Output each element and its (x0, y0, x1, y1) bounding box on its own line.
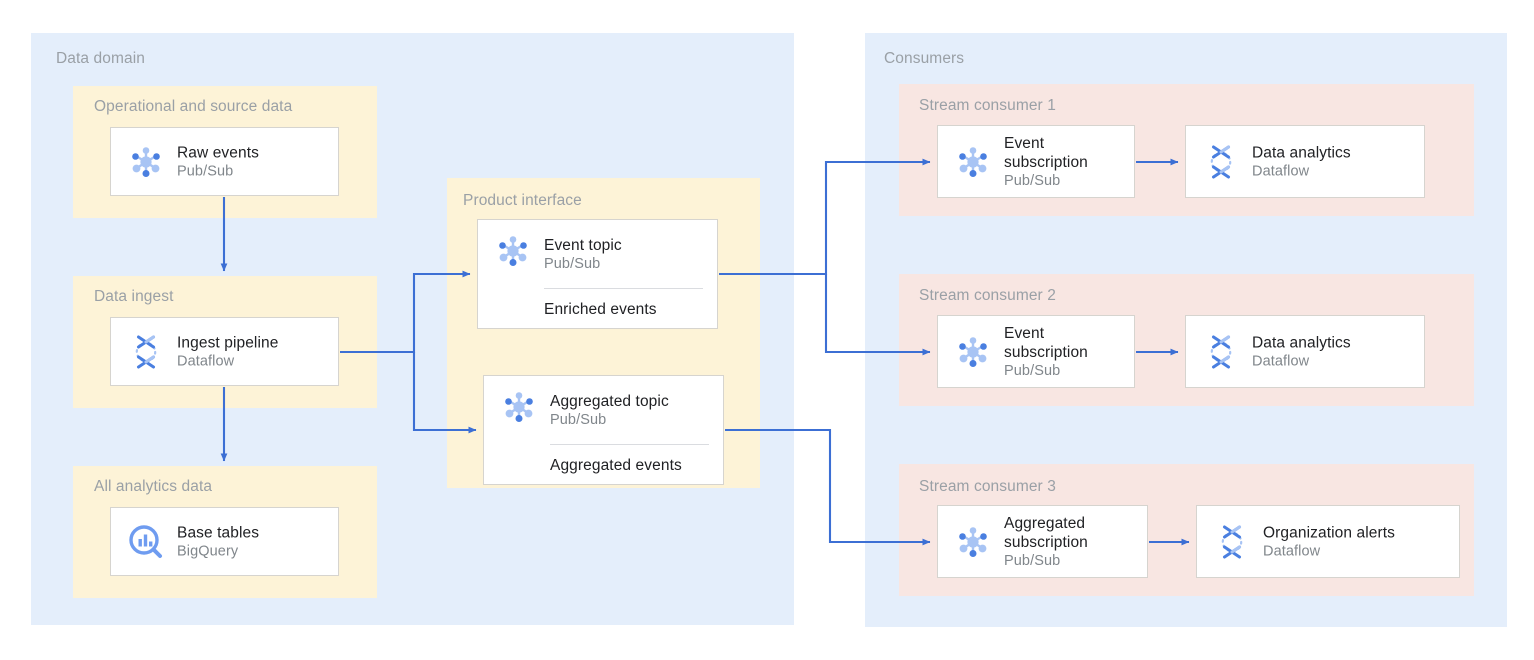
pubsub-icon (498, 386, 540, 428)
dataflow-icon (1200, 141, 1242, 183)
card-data-analytics-1[interactable]: Data analytics Dataflow (1185, 125, 1425, 198)
bigquery-icon (125, 521, 167, 563)
card-event-subscription-1-text: Event subscription Pub/Sub (1004, 134, 1126, 190)
group-stream-consumer-1-label: Stream consumer 1 (919, 97, 1056, 114)
panel-consumers-label: Consumers (884, 50, 965, 67)
pubsub-icon (952, 521, 994, 563)
pubsub-icon (125, 141, 167, 183)
card-subtitle: Dataflow (1252, 353, 1310, 369)
card-subtitle: Pub/Sub (1004, 362, 1061, 379)
card-event-topic-text: Event topic Pub/Sub (544, 236, 709, 273)
card-organization-alerts[interactable]: Organization alerts Dataflow (1196, 505, 1460, 578)
card-subtitle: Dataflow (1252, 163, 1310, 179)
card-subtitle: Dataflow (177, 353, 235, 369)
card-footer-label: Aggregated events (550, 457, 682, 474)
dataflow-icon (1200, 331, 1242, 373)
card-aggregated-topic[interactable]: Aggregated topic Pub/Sub Aggregated even… (483, 375, 724, 485)
card-aggregated-subscription[interactable]: Aggregated subscription Pub/Sub (937, 505, 1148, 578)
card-title: Aggregated topic (550, 393, 669, 410)
group-all-analytics-label: All analytics data (94, 478, 213, 495)
card-title: Raw events (177, 144, 259, 161)
card-event-subscription-1[interactable]: Event subscription Pub/Sub (937, 125, 1135, 198)
card-base-tables[interactable]: Base tables BigQuery (110, 507, 339, 576)
dataflow-icon (125, 331, 167, 373)
card-subtitle: Pub/Sub (1004, 172, 1061, 189)
card-title: Base tables (177, 524, 260, 541)
card-data-analytics-1-text: Data analytics Dataflow (1252, 143, 1416, 180)
card-data-analytics-2[interactable]: Data analytics Dataflow (1185, 315, 1425, 388)
card-divider (550, 444, 709, 445)
card-ingest-pipeline[interactable]: Ingest pipeline Dataflow (110, 317, 339, 386)
card-title: Ingest pipeline (177, 334, 279, 351)
card-subtitle: Pub/Sub (177, 163, 234, 179)
card-aggregated-topic-text: Aggregated topic Pub/Sub (550, 392, 715, 429)
group-stream-consumer-2-label: Stream consumer 2 (919, 287, 1056, 304)
card-title: Aggregated subscription (1004, 514, 1088, 551)
group-product-interface-label: Product interface (463, 192, 582, 209)
card-title: Data analytics (1252, 334, 1351, 351)
card-title: Organization alerts (1263, 524, 1395, 541)
card-event-subscription-2-text: Event subscription Pub/Sub (1004, 324, 1126, 380)
card-base-tables-text: Base tables BigQuery (177, 523, 330, 560)
card-title: Event subscription (1004, 324, 1088, 361)
dataflow-icon (1211, 521, 1253, 563)
group-data-ingest-label: Data ingest (94, 288, 174, 305)
card-raw-events[interactable]: Raw events Pub/Sub (110, 127, 339, 196)
card-title: Event topic (544, 237, 622, 254)
card-raw-events-text: Raw events Pub/Sub (177, 143, 330, 180)
card-ingest-pipeline-text: Ingest pipeline Dataflow (177, 333, 330, 370)
pubsub-icon (492, 230, 534, 272)
card-data-analytics-2-text: Data analytics Dataflow (1252, 333, 1416, 370)
pubsub-icon (952, 331, 994, 373)
card-subtitle: Pub/Sub (550, 412, 607, 428)
card-organization-alerts-text: Organization alerts Dataflow (1263, 523, 1451, 560)
card-subtitle: BigQuery (177, 543, 239, 559)
card-aggregated-subscription-text: Aggregated subscription Pub/Sub (1004, 514, 1139, 570)
card-subtitle: Pub/Sub (1004, 552, 1061, 569)
card-subtitle: Dataflow (1263, 543, 1321, 559)
card-title: Event subscription (1004, 134, 1088, 171)
pubsub-icon (952, 141, 994, 183)
card-subtitle: Pub/Sub (544, 256, 601, 272)
group-operational-label: Operational and source data (94, 98, 293, 115)
card-event-topic[interactable]: Event topic Pub/Sub Enriched events (477, 219, 718, 329)
card-footer-label: Enriched events (544, 301, 657, 318)
panel-data-domain-label: Data domain (56, 50, 145, 67)
card-title: Data analytics (1252, 144, 1351, 161)
card-event-subscription-2[interactable]: Event subscription Pub/Sub (937, 315, 1135, 388)
card-divider (544, 288, 703, 289)
group-stream-consumer-3-label: Stream consumer 3 (919, 478, 1056, 495)
